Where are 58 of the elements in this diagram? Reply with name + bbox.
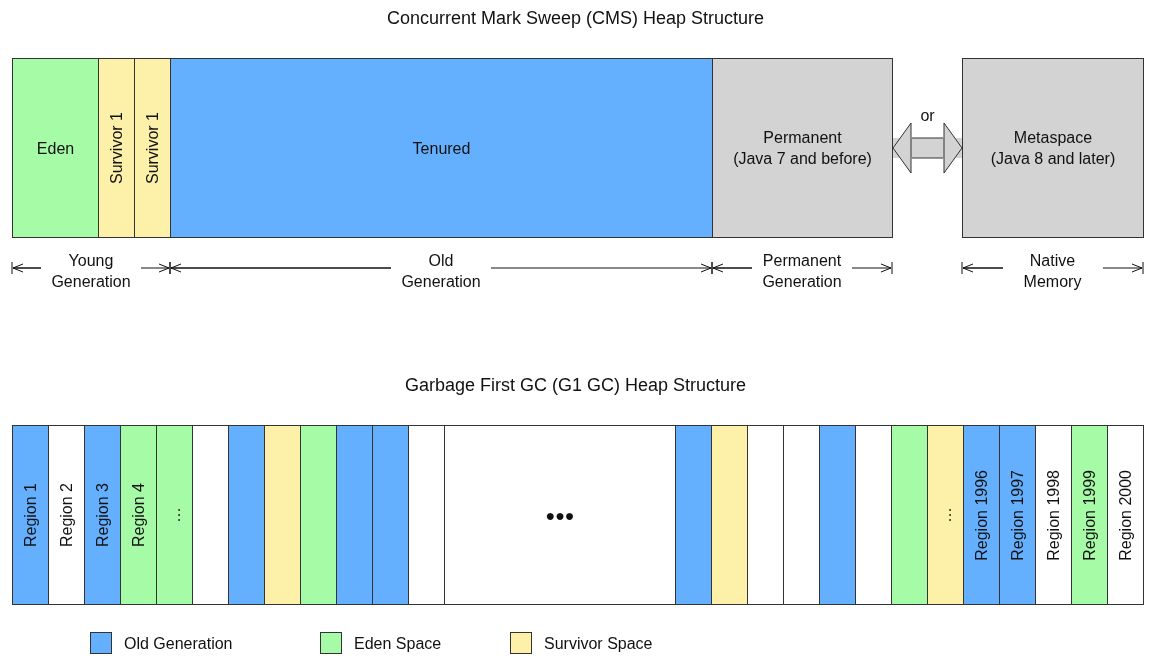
region-bar xyxy=(336,425,373,605)
memory-region xyxy=(134,58,171,238)
region-bar xyxy=(192,425,229,605)
memory-region xyxy=(48,425,85,605)
legend-label: Eden Space xyxy=(354,634,442,654)
region-label: Tenured xyxy=(412,138,471,159)
region-label: Region 2 xyxy=(57,482,76,547)
region-label: Region 1 xyxy=(21,482,40,547)
region-bar xyxy=(228,425,265,605)
region-bar xyxy=(783,425,820,605)
memory-region xyxy=(712,58,893,238)
region-bar xyxy=(408,425,445,605)
region-label: Eden xyxy=(36,138,75,159)
memory-region xyxy=(927,425,964,605)
region-label: Region 1996 xyxy=(972,469,991,561)
legend-label: Old Generation xyxy=(124,634,233,654)
section-heading: Garbage First GC (G1 GC) Heap Structure xyxy=(403,375,748,396)
diagram-title: Concurrent Mark Sweep (CMS) Heap Structure xyxy=(385,8,766,29)
memory-region xyxy=(1071,425,1108,605)
region-label: … xyxy=(936,507,955,523)
region-bar xyxy=(372,425,409,605)
region-label: Region 2000 xyxy=(1116,469,1135,561)
region-bar xyxy=(711,425,748,605)
region-label: Survivor 1 xyxy=(107,112,126,184)
region-bar xyxy=(264,425,301,605)
memory-region xyxy=(156,425,193,605)
memory-region xyxy=(1107,425,1144,605)
memory-region xyxy=(12,58,99,238)
memory-region xyxy=(84,425,121,605)
legend-label: Survivor Space xyxy=(544,634,653,654)
region-label: Region 1998 xyxy=(1044,469,1063,561)
memory-region xyxy=(999,425,1036,605)
memory-region xyxy=(1035,425,1072,605)
memory-region xyxy=(12,425,49,605)
region-label: ●●● xyxy=(545,505,575,526)
memory-region xyxy=(962,58,1144,238)
memory-region xyxy=(98,58,135,238)
region-label: Region 3 xyxy=(93,482,112,547)
memory-region xyxy=(170,58,713,238)
region-bar xyxy=(819,425,856,605)
region-label: Metaspace xyxy=(1013,128,1093,148)
region-label: Permanent xyxy=(763,128,842,148)
region-label: Region 1997 xyxy=(1008,469,1027,561)
memory-region xyxy=(963,425,1000,605)
region-bar xyxy=(747,425,784,605)
edge-label: or xyxy=(919,106,936,126)
region-bar xyxy=(300,425,337,605)
memory-region xyxy=(120,425,157,605)
region-label: Region 1999 xyxy=(1080,469,1099,561)
memory-region xyxy=(444,425,676,605)
region-label: Region 4 xyxy=(129,482,148,547)
region-label: Survivor 1 xyxy=(143,112,162,184)
region-bar xyxy=(891,425,928,605)
region-bar xyxy=(675,425,712,605)
region-label: (Java 8 and later) xyxy=(990,149,1116,169)
region-label: … xyxy=(165,507,184,523)
region-label: (Java 7 and before) xyxy=(733,149,872,169)
region-bar xyxy=(855,425,892,605)
